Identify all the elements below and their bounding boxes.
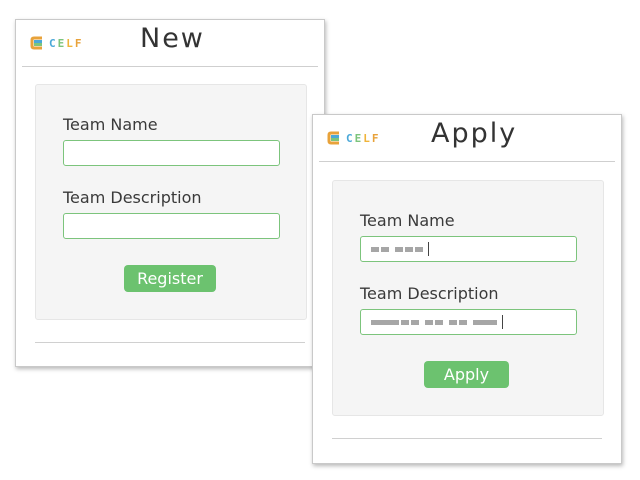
page-title: Apply [431,118,518,149]
team-name-label: Team Name [360,211,455,230]
apply-button[interactable]: Apply [424,361,509,388]
masked-text [371,315,505,329]
team-description-input[interactable] [360,309,577,335]
register-button[interactable]: Register [124,265,216,292]
footer-divider [35,342,305,343]
masked-text [371,242,431,256]
team-description-input[interactable] [63,213,280,239]
team-name-input[interactable] [360,236,577,262]
text-cursor [502,315,503,329]
team-form-card: Team Name Team Description Apply [332,180,604,416]
team-description-label: Team Description [360,284,499,303]
celf-logo-mark-icon [327,131,339,145]
page-title: New [140,23,205,54]
text-cursor [428,242,429,256]
team-name-label: Team Name [63,115,158,134]
footer-divider [332,438,602,439]
team-form-card: Team Name Team Description Register [35,84,307,320]
celf-logo-mark-icon [30,36,42,50]
team-name-input[interactable] [63,140,280,166]
team-description-label: Team Description [63,188,202,207]
